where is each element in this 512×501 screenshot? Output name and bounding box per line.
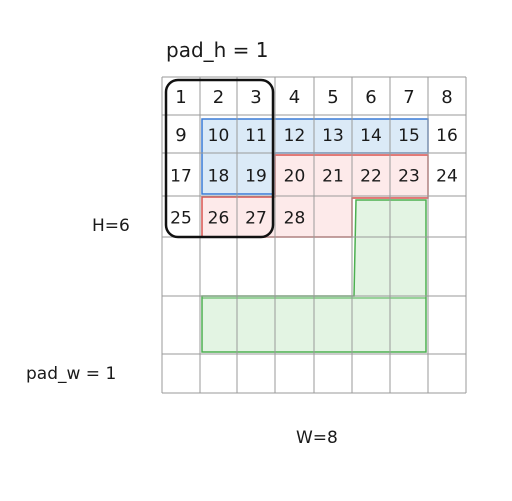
cell-number: 26 <box>208 209 230 229</box>
cell-number: 16 <box>436 126 458 146</box>
cell-number: 15 <box>398 126 420 146</box>
cell-number: 2 <box>213 87 224 108</box>
pad-w-label: pad_w = 1 <box>26 364 117 384</box>
cell-number: 9 <box>175 125 186 146</box>
cell-number: 19 <box>245 167 267 187</box>
cell-number: 13 <box>322 126 344 146</box>
cell-number: 3 <box>250 87 261 108</box>
highlight-regions <box>201 118 429 353</box>
cell-number: 20 <box>284 167 306 187</box>
cell-number: 1 <box>175 87 186 108</box>
cell-number: 25 <box>170 209 192 229</box>
cell-number: 10 <box>208 126 230 146</box>
cell-number: 12 <box>284 126 306 146</box>
cell-number: 23 <box>398 167 420 187</box>
height-label: H=6 <box>92 216 130 236</box>
cell-number: 28 <box>284 209 306 229</box>
cell-number: 14 <box>360 126 382 146</box>
cell-number: 18 <box>208 167 230 187</box>
grid-lines <box>161 76 467 394</box>
cell-number: 6 <box>365 87 376 108</box>
pad-h-label: pad_h = 1 <box>166 38 269 62</box>
cell-number: 17 <box>170 167 192 187</box>
cell-number: 27 <box>245 209 267 229</box>
cell-number: 5 <box>327 87 338 108</box>
cell-number: 21 <box>322 167 344 187</box>
kernel-window-outline <box>164 78 275 239</box>
kernel-window <box>164 78 275 239</box>
cell-number: 7 <box>403 87 414 108</box>
cell-number: 11 <box>245 126 267 146</box>
cell-number: 24 <box>436 167 458 187</box>
width-label: W=8 <box>296 428 338 448</box>
cell-number: 8 <box>441 87 452 108</box>
cell-number: 22 <box>360 167 382 187</box>
cell-number: 4 <box>289 87 300 108</box>
